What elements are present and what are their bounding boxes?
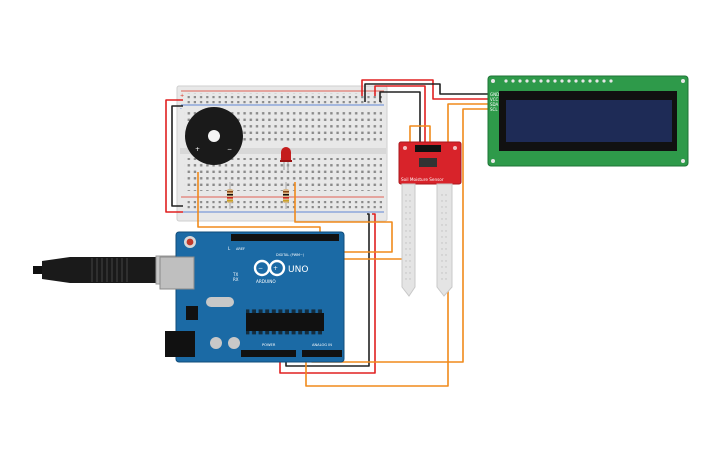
rail-plus-label: + xyxy=(180,93,184,99)
arduino-logo: − + xyxy=(253,259,286,277)
lcd-pin-vcc: VCC xyxy=(490,97,499,102)
usb-cable[interactable] xyxy=(33,255,177,285)
power-label: POWER xyxy=(262,343,276,347)
top-power-rail[interactable] xyxy=(184,93,382,104)
logo-plus: + xyxy=(273,265,278,272)
wire-rail-red-left[interactable] xyxy=(165,99,183,213)
wire-sensor-gnd-black[interactable] xyxy=(379,91,421,146)
reset-button[interactable] xyxy=(186,238,194,246)
rail-minus-label: - xyxy=(180,106,182,112)
lcd-pin-gnd: GND xyxy=(490,92,499,97)
rx-label: RX xyxy=(233,277,239,282)
analog-label: ANALOG IN xyxy=(312,343,332,347)
digital-label: DIGITAL (PWM~) xyxy=(276,253,305,257)
wire-gnd-black[interactable] xyxy=(285,213,370,367)
digital-header[interactable] xyxy=(231,234,339,241)
lcd-screen xyxy=(506,100,672,142)
piezo-buzzer[interactable]: + − xyxy=(185,107,243,165)
wire-lcd-sda-orange[interactable] xyxy=(305,103,488,387)
l-label: L xyxy=(228,246,231,251)
resistor-1[interactable] xyxy=(227,182,233,209)
brand-label: ARDUINO xyxy=(256,279,276,284)
wire-lcd-gnd-black[interactable] xyxy=(364,83,488,102)
tx-label: TX xyxy=(232,272,238,277)
buzzer-plus-label: + xyxy=(195,146,200,153)
sensor-label: Soil Moisture Sensor xyxy=(401,177,444,182)
red-led[interactable] xyxy=(280,147,292,170)
analog-header[interactable] xyxy=(302,350,342,357)
pin-aref-label: AREF xyxy=(236,247,245,251)
lcd-pin-sda: SDA xyxy=(490,102,499,107)
power-header[interactable] xyxy=(241,350,296,357)
atmega-chip xyxy=(246,313,324,331)
logo-minus: − xyxy=(258,265,263,272)
lcd-pin-scl: SCL xyxy=(490,107,498,112)
wire-rail-black-left[interactable] xyxy=(171,105,183,207)
wire-sensor-vcc-red[interactable] xyxy=(374,85,426,146)
resistor-2[interactable] xyxy=(283,182,289,209)
wire-lcd-vcc-red[interactable] xyxy=(361,79,488,100)
bottom-power-rail[interactable] xyxy=(184,199,382,210)
buzzer-minus-label: − xyxy=(227,146,232,153)
lcd-display[interactable]: GND VCC SDA SCL xyxy=(487,75,689,167)
model-label: UNO xyxy=(288,265,308,275)
wire-5v-red[interactable] xyxy=(279,213,376,374)
arduino-uno[interactable]: AREF DIGITAL (PWM~) TX RX L − + UNO ARDU… xyxy=(159,231,345,363)
soil-moisture-sensor[interactable]: Soil Moisture Sensor xyxy=(398,141,462,297)
